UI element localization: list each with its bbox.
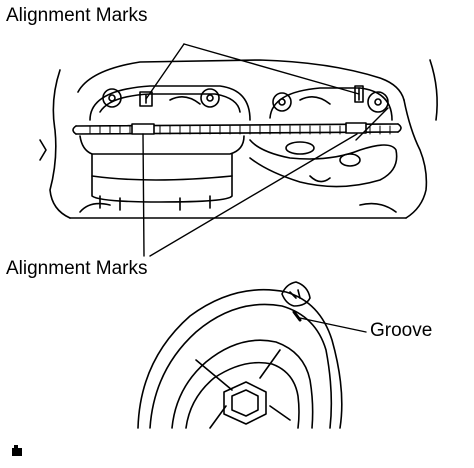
left-camshaft-gear [89, 85, 251, 121]
timing-chain [72, 122, 402, 135]
groove-leader-line [299, 317, 367, 333]
right-camshaft-gear [269, 85, 393, 121]
camera-icon [12, 445, 22, 456]
cylinder-head-outline [39, 59, 438, 219]
alignment-marks-top-label: Alignment Marks [6, 5, 148, 26]
top-leader-lines [145, 43, 389, 141]
alignment-marks-bottom-label: Alignment Marks [6, 258, 148, 279]
timing-mark-tab [281, 281, 311, 322]
camshaft-sprocket [79, 135, 245, 211]
chain-cover [249, 139, 398, 188]
bottom-leader-lines [142, 133, 358, 257]
groove-label: Groove [370, 320, 433, 341]
crankshaft-pulley [137, 289, 343, 429]
